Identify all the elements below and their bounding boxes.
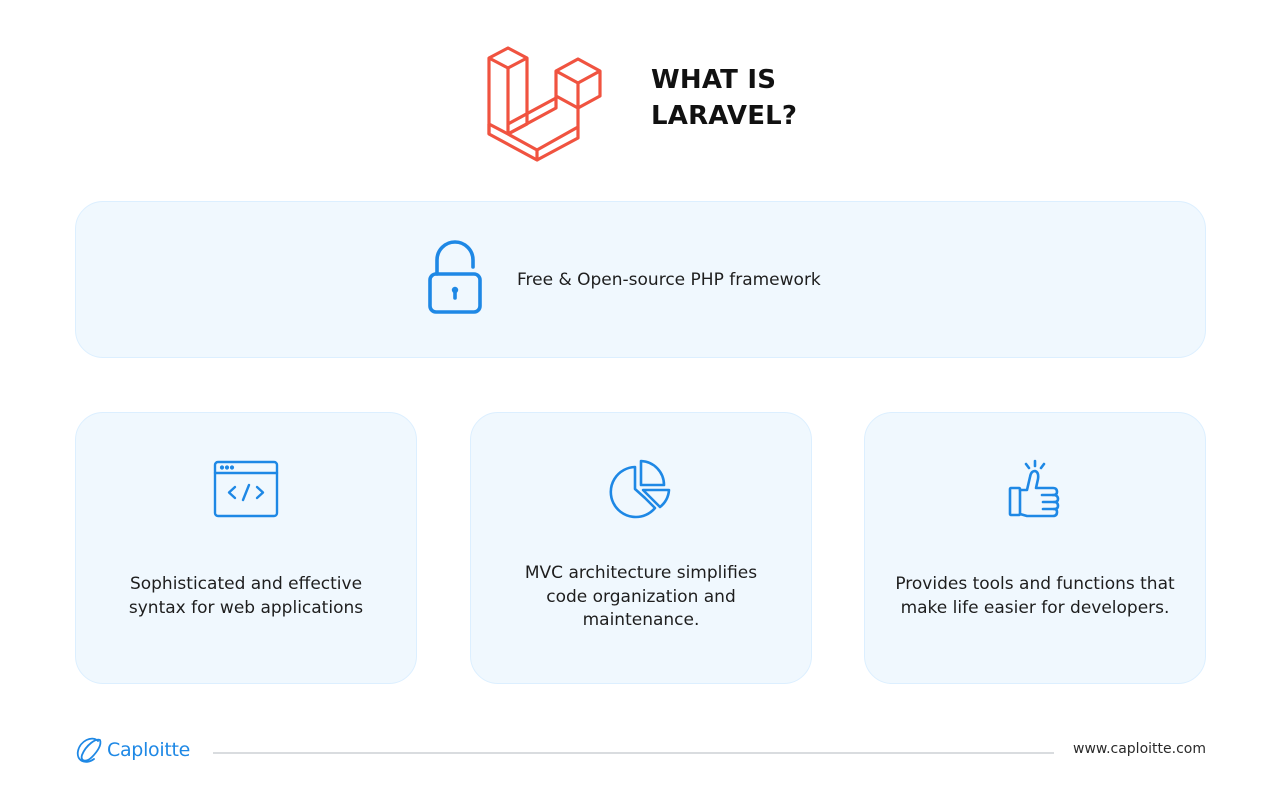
header: WHAT IS LARAVEL?	[0, 0, 1280, 180]
tools-description: Provides tools and functions that make l…	[895, 574, 1175, 618]
page-title: WHAT IS LARAVEL?	[651, 62, 797, 134]
thumbs-up-icon	[1008, 459, 1060, 518]
website-link[interactable]: www.caploitte.com	[1073, 741, 1206, 757]
feature-card-tools: Provides tools and functions that make l…	[864, 412, 1206, 684]
pie-chart-icon	[609, 459, 671, 519]
feature-card-mvc: MVC architecture simplifies code organiz…	[470, 412, 812, 684]
title-line-2: LARAVEL?	[651, 101, 798, 131]
caploitte-logo-icon	[76, 737, 102, 763]
syntax-description: Sophisticated and effective syntax for w…	[128, 574, 364, 618]
laravel-logo-icon	[487, 46, 602, 162]
open-source-text: Free & Open-source PHP framework	[517, 270, 821, 290]
feature-card-open-source: Free & Open-source PHP framework	[75, 201, 1206, 358]
caploitte-brand[interactable]: Caploitte	[74, 734, 190, 766]
unlocked-padlock-icon	[428, 240, 482, 314]
code-window-icon	[213, 460, 279, 518]
feature-card-syntax: Sophisticated and effective syntax for w…	[75, 412, 417, 684]
title-line-1: WHAT IS	[651, 65, 777, 95]
footer-divider	[213, 752, 1054, 754]
brand-name: Caploitte	[107, 739, 191, 761]
mvc-description: MVC architecture simplifies code organiz…	[524, 563, 758, 630]
